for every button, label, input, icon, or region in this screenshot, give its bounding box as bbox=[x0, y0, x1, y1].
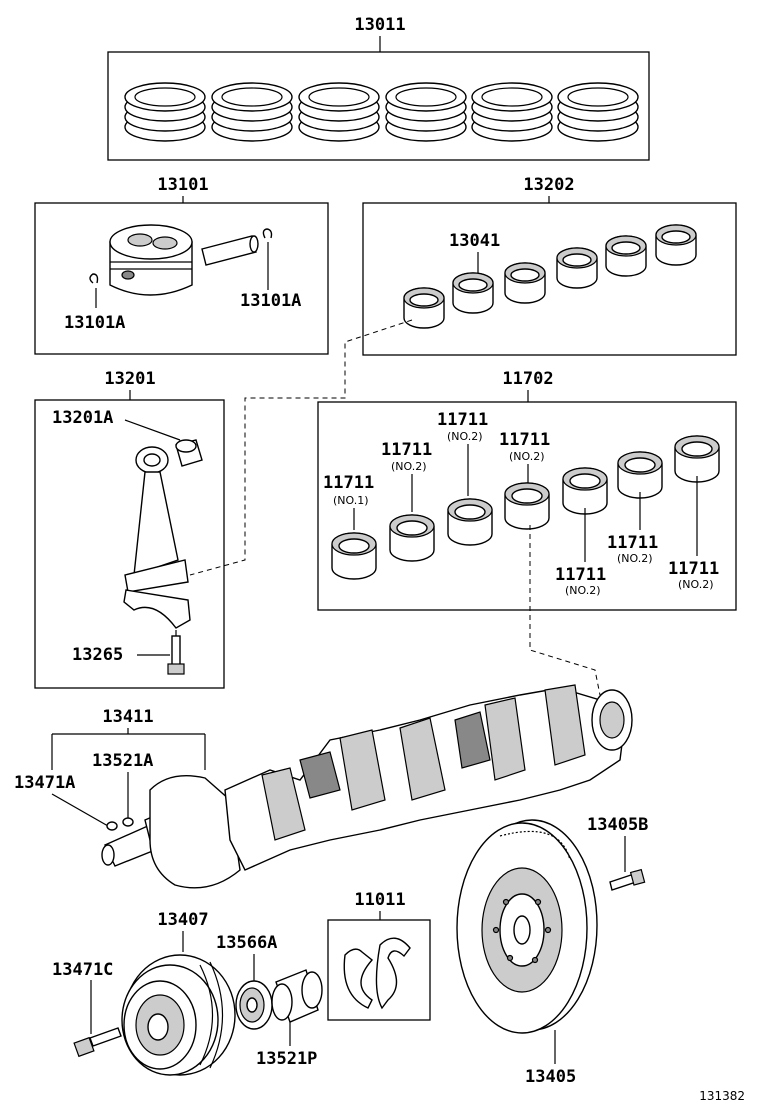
pulley-bolt-group: 13471C bbox=[52, 960, 122, 1058]
label-conrod-bushing[interactable]: 13201A bbox=[52, 408, 113, 428]
conrod-bearing-set-group: 13202 13041 bbox=[362, 175, 737, 356]
label-main-bearing-2-no: (NO.2) bbox=[391, 460, 427, 473]
label-snap-ring-left[interactable]: 13101A bbox=[64, 313, 125, 333]
figure-reference-number: 131382 bbox=[699, 1089, 745, 1103]
label-main-bearing-1-no: (NO.1) bbox=[333, 494, 369, 507]
label-thrust-washer-set[interactable]: 11011 bbox=[354, 890, 405, 910]
piston-ring-6 bbox=[557, 82, 639, 142]
crankshaft[interactable] bbox=[101, 684, 633, 889]
label-main-bearing-7[interactable]: 11711 bbox=[668, 559, 719, 579]
crankshaft-group: 13411 13521A 13471A bbox=[14, 684, 633, 889]
leader-conrod-bearing bbox=[189, 319, 413, 576]
crank-key-p-group: 13521P bbox=[256, 969, 323, 1069]
conrod-cap[interactable] bbox=[123, 589, 191, 629]
label-main-bearing-6[interactable]: 11711 bbox=[607, 533, 658, 553]
flywheel-bolt[interactable] bbox=[609, 868, 646, 891]
label-piston[interactable]: 13101 bbox=[157, 175, 208, 195]
pulley-bolt[interactable] bbox=[73, 1027, 122, 1058]
label-main-bearing-5[interactable]: 11711 bbox=[555, 565, 606, 585]
label-snap-ring-right[interactable]: 13101A bbox=[240, 291, 301, 311]
main-bearing-set-group: 11702 11711 (NO.2) 11711 (NO.2) 11711 (N… bbox=[317, 369, 737, 611]
label-crank-pin-a[interactable]: 13471A bbox=[14, 773, 75, 793]
conrod-bushing[interactable] bbox=[175, 439, 203, 467]
snap-ring-left[interactable] bbox=[89, 273, 99, 284]
piston-group: 13101 13101A 13101A bbox=[34, 175, 329, 355]
label-crank-key-p[interactable]: 13521P bbox=[256, 1049, 317, 1069]
label-pulley[interactable]: 13407 bbox=[157, 910, 208, 930]
piston-ring-3 bbox=[298, 82, 380, 142]
connecting-rod-box bbox=[34, 399, 225, 689]
crank-gear[interactable] bbox=[235, 980, 273, 1030]
label-crank-gear[interactable]: 13566A bbox=[216, 933, 277, 953]
label-conrod-bearing[interactable]: 13041 bbox=[449, 231, 500, 251]
label-pulley-bolt[interactable]: 13471C bbox=[52, 960, 113, 980]
piston-ring-4 bbox=[385, 82, 467, 142]
piston-pin[interactable] bbox=[201, 235, 259, 266]
label-connecting-rod[interactable]: 13201 bbox=[104, 369, 155, 389]
label-main-bearing-3[interactable]: 11711 bbox=[437, 410, 488, 430]
connecting-rod[interactable] bbox=[124, 446, 189, 593]
flywheel[interactable] bbox=[456, 819, 598, 1034]
label-main-bearing-2[interactable]: 11711 bbox=[381, 440, 432, 460]
connecting-rod-group: 13201 13201A 13265 bbox=[34, 369, 225, 689]
label-conrod-bearing-set[interactable]: 13202 bbox=[523, 175, 574, 195]
flywheel-bolt-group: 13405B bbox=[587, 815, 648, 891]
piston-ring-1 bbox=[124, 82, 206, 142]
pulley-group: 13407 bbox=[121, 910, 236, 1076]
label-flywheel-bolt[interactable]: 13405B bbox=[587, 815, 648, 835]
label-crankshaft[interactable]: 13411 bbox=[102, 707, 153, 727]
label-crank-key-a[interactable]: 13521A bbox=[92, 751, 153, 771]
crank-key-p[interactable] bbox=[271, 969, 323, 1023]
crank-gear-group: 13566A bbox=[216, 933, 277, 1030]
label-main-bearing-6-no: (NO.2) bbox=[617, 552, 653, 565]
thrust-washers[interactable] bbox=[343, 937, 411, 1010]
conrod-bearings[interactable] bbox=[403, 224, 697, 329]
label-piston-ring-set[interactable]: 13011 bbox=[354, 15, 405, 35]
piston-rings[interactable] bbox=[124, 82, 639, 142]
thrust-washer-box bbox=[327, 919, 431, 1021]
label-main-bearing-4-no: (NO.2) bbox=[509, 450, 545, 463]
piston-box bbox=[34, 202, 329, 355]
crank-key-a[interactable] bbox=[122, 817, 134, 827]
label-main-bearing-1[interactable]: 11711 bbox=[323, 473, 374, 493]
flywheel-group: 13405 bbox=[456, 819, 598, 1087]
piston-ring-5 bbox=[471, 82, 553, 142]
label-flywheel[interactable]: 13405 bbox=[525, 1067, 576, 1087]
label-main-bearing-4[interactable]: 11711 bbox=[499, 430, 550, 450]
label-main-bearing-set[interactable]: 11702 bbox=[502, 369, 553, 389]
main-bearings[interactable] bbox=[331, 435, 720, 580]
pulley[interactable] bbox=[121, 954, 236, 1076]
piston-ring-2 bbox=[211, 82, 293, 142]
main-bearing-set-box bbox=[317, 401, 737, 611]
piston-ring-set-group: 13011 bbox=[107, 15, 650, 161]
conrod-bearing-set-box bbox=[362, 202, 737, 356]
label-main-bearing-3-no: (NO.2) bbox=[447, 430, 483, 443]
thrust-washer-group: 11011 bbox=[327, 890, 431, 1021]
crank-pin-a[interactable] bbox=[106, 821, 118, 831]
label-main-bearing-7-no: (NO.2) bbox=[678, 578, 714, 591]
snap-ring-right[interactable] bbox=[262, 228, 273, 239]
label-main-bearing-5-no: (NO.2) bbox=[565, 584, 601, 597]
conrod-bolt[interactable] bbox=[167, 635, 185, 675]
piston-ring-set-box bbox=[107, 51, 650, 161]
label-conrod-bolt[interactable]: 13265 bbox=[72, 645, 123, 665]
piston[interactable] bbox=[109, 224, 193, 296]
